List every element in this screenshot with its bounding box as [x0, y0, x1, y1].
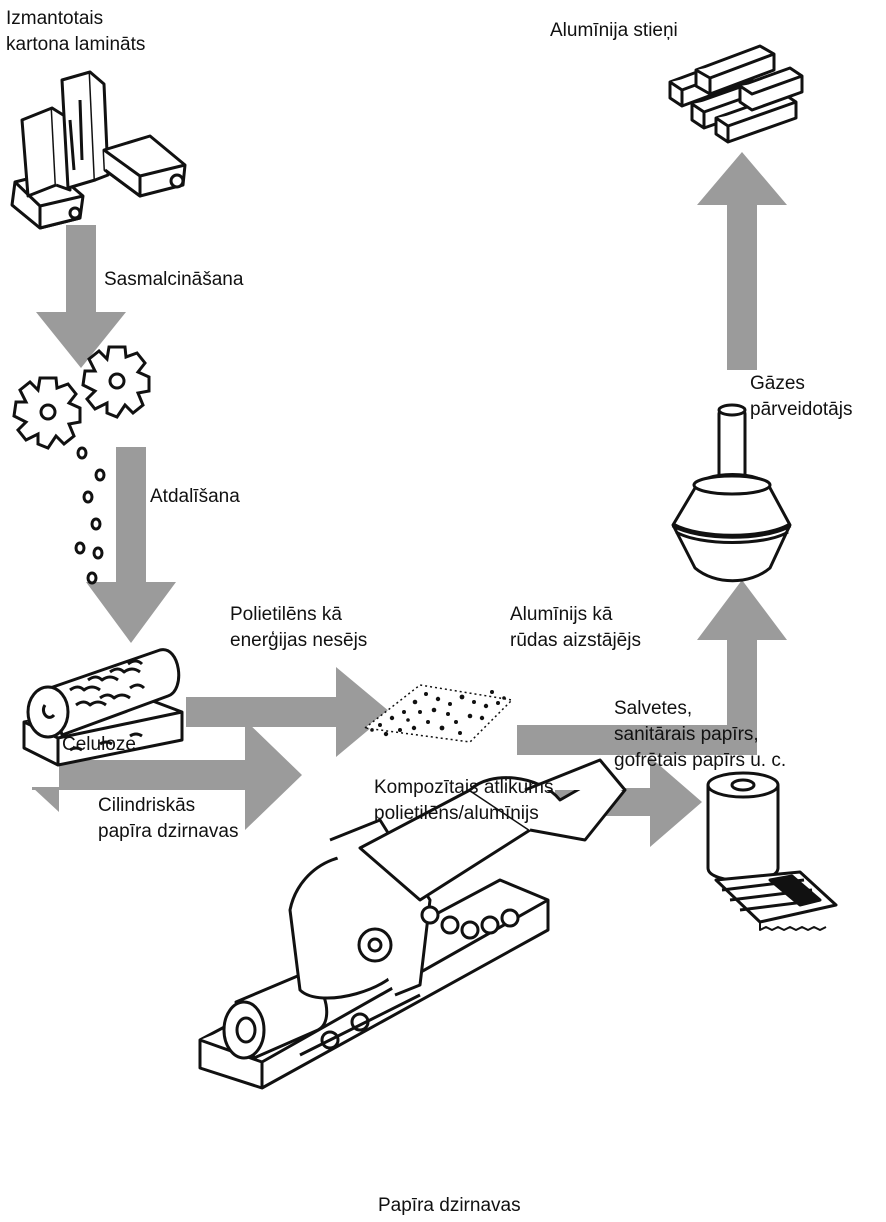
arrow-cellulose-path: [32, 720, 302, 830]
shred-particles: [74, 446, 106, 585]
arrow-aluminium-ore: [517, 580, 787, 755]
shredding-label-line: Sasmalcināšana: [104, 269, 244, 290]
pulper-label-line: Cilindriskās: [98, 795, 196, 816]
polyethylene-label-line: enerģijas nesējs: [230, 630, 368, 651]
residue-label-line: Kompozītais atlikums: [374, 777, 554, 798]
separation-label: Atdalīšana: [150, 484, 240, 510]
converter-label: Gāzes pārveidotājs: [750, 371, 852, 423]
products-label: Salvetes, sanitārais papīrs, gofrētais p…: [614, 696, 786, 774]
polyethylene-label-line: Polietilēns kā: [230, 604, 342, 625]
cellulose-label-line: Celuloze: [62, 734, 136, 755]
residue-label-line: polietilēns/alumīnijs: [374, 803, 539, 824]
arrow-shredding: [36, 225, 126, 368]
paper-roll-icon: [706, 771, 838, 931]
aluminium-label-line: Alumīnija stieņi: [550, 20, 678, 41]
gears-icon: [12, 345, 151, 585]
cylinder-pulper-icon: [22, 648, 184, 767]
converter-label-line: pārveidotājs: [750, 399, 853, 420]
residue-pile-icon: [363, 684, 514, 743]
aluminium-ore-label-line: rūdas aizstājējs: [510, 630, 641, 651]
products-label-line: Salvetes,: [614, 698, 693, 719]
arrow-gas-converter: [697, 152, 787, 370]
gas-converter-icon: [671, 403, 792, 583]
polyethylene-label: Polietilēns kā enerģijas nesējs: [230, 602, 367, 654]
arrow-products: [555, 757, 702, 847]
input-label-line: Izmantotais: [6, 8, 104, 29]
products-label-line: sanitārais papīrs,: [614, 724, 759, 745]
converter-label-line: Gāzes: [750, 373, 805, 394]
pulper-label: Cilindriskās papīra dzirnavas: [98, 793, 238, 845]
aluminium-ore-label-line: Alumīnijs kā: [510, 604, 613, 625]
residue-label: Kompozītais atlikums polietilēns/alumīni…: [374, 775, 554, 827]
arrow-polyethylene: [186, 667, 390, 757]
input-label: Izmantotais kartona lamināts: [6, 6, 145, 58]
input-label-line: kartona lamināts: [6, 34, 146, 55]
arrow-cellulose: [32, 760, 59, 812]
paper-mill-label-line: Papīra dzirnavas: [378, 1195, 521, 1216]
aluminium-bars-icon: [668, 44, 804, 144]
paper-mill-icon: [198, 758, 627, 1090]
cellulose-label: Celuloze: [62, 732, 136, 758]
separation-label-line: Atdalīšana: [150, 486, 240, 507]
aluminium-ore-label: Alumīnijs kā rūdas aizstājējs: [510, 602, 641, 654]
flow-arrows: [32, 152, 787, 847]
aluminium-label: Alumīnija stieņi: [550, 18, 678, 44]
carton-stack-icon: [10, 70, 187, 230]
products-label-line: gofrētais papīrs u. c.: [614, 750, 787, 771]
arrow-separation: [86, 447, 176, 643]
shredding-label: Sasmalcināšana: [104, 267, 243, 293]
pulper-label-line: papīra dzirnavas: [98, 821, 239, 842]
paper-mill-label: Papīra dzirnavas: [378, 1193, 521, 1219]
